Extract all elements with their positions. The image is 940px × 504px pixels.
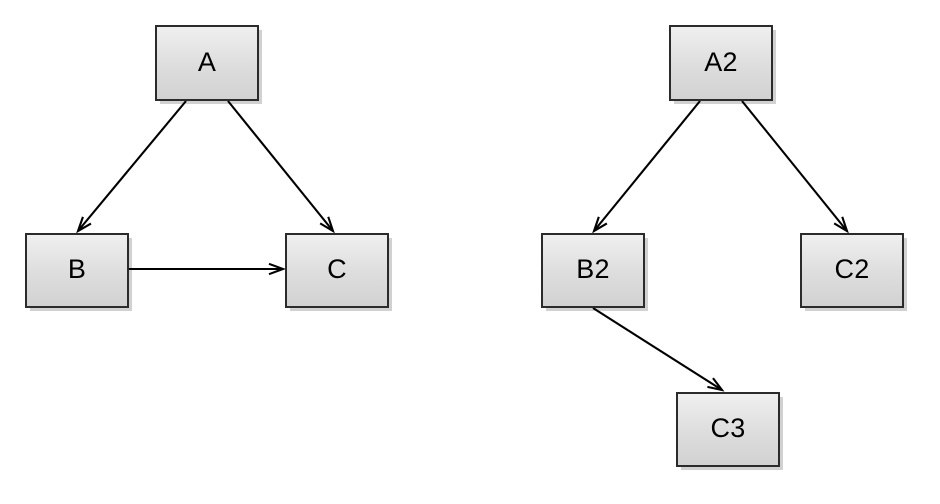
node-b[interactable]: B (25, 233, 129, 308)
node-c[interactable]: C (285, 233, 389, 308)
node-label: C3 (710, 413, 746, 443)
arrowhead-icon (833, 216, 849, 234)
node-c3[interactable]: C3 (676, 392, 780, 467)
node-label: B2 (576, 254, 610, 284)
edge-a2-to-b2 (592, 100, 701, 234)
arrowhead-icon (268, 262, 287, 276)
arrowhead-icon (76, 216, 92, 234)
node-a2[interactable]: A2 (669, 25, 773, 101)
node-label: B (67, 254, 87, 284)
edge-b2-to-c3 (592, 307, 725, 392)
node-a[interactable]: A (155, 25, 259, 101)
arrowhead-icon (707, 377, 725, 392)
edge-b-to-c (129, 262, 287, 276)
edge-line (741, 100, 848, 232)
edge-line (592, 307, 723, 391)
node-label: A (197, 46, 217, 77)
node-label: A2 (704, 46, 738, 77)
node-c2[interactable]: C2 (800, 233, 904, 308)
arrowhead-icon (592, 216, 608, 234)
edge-a-to-b (76, 100, 187, 234)
edge-a-to-c (227, 100, 335, 234)
node-b2[interactable]: B2 (541, 233, 645, 308)
edge-a2-to-c2 (741, 100, 849, 234)
node-label: C (327, 254, 347, 284)
node-label: C2 (834, 254, 870, 284)
edge-line (593, 100, 701, 232)
edge-line (77, 100, 187, 232)
edge-line (227, 100, 334, 232)
arrowhead-icon (319, 216, 335, 234)
